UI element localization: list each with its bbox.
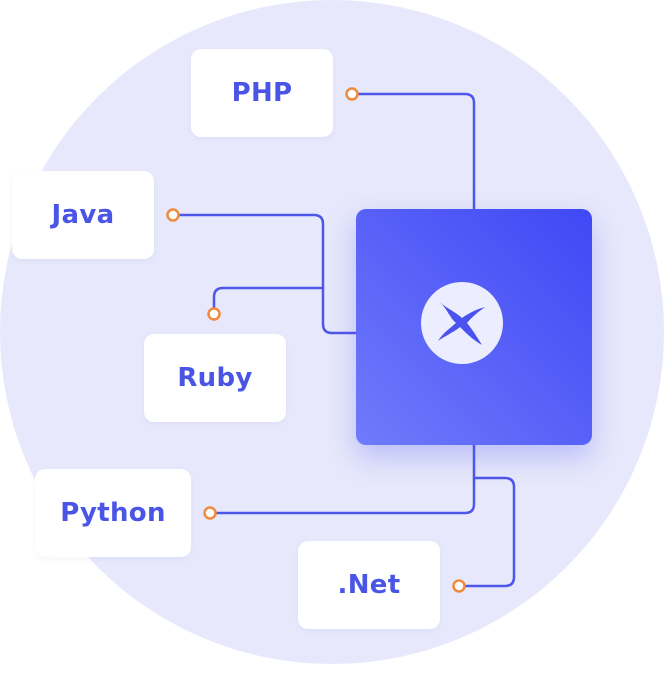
integration-hub bbox=[356, 209, 592, 445]
python-wire bbox=[213, 443, 476, 515]
php-wire bbox=[356, 92, 476, 211]
integration-logo-icon bbox=[421, 282, 503, 364]
java-connector bbox=[166, 208, 180, 222]
node-net: .Net bbox=[298, 541, 440, 629]
net-wire bbox=[463, 476, 516, 588]
node-java-label: Java bbox=[51, 200, 115, 230]
node-ruby-label: Ruby bbox=[177, 363, 253, 393]
node-java: Java bbox=[12, 171, 154, 259]
ruby-connector bbox=[207, 307, 221, 321]
ruby-wire bbox=[212, 286, 325, 310]
node-python: Python bbox=[35, 469, 191, 557]
python-connector bbox=[203, 506, 217, 520]
node-php-label: PHP bbox=[231, 78, 293, 108]
sparkle-cross-icon bbox=[438, 302, 485, 345]
node-ruby: Ruby bbox=[144, 334, 286, 422]
java-wire bbox=[176, 213, 358, 335]
node-net-label: .Net bbox=[337, 570, 401, 600]
net-connector bbox=[452, 579, 466, 593]
node-php: PHP bbox=[191, 49, 333, 137]
php-connector bbox=[345, 87, 359, 101]
node-python-label: Python bbox=[60, 498, 166, 528]
